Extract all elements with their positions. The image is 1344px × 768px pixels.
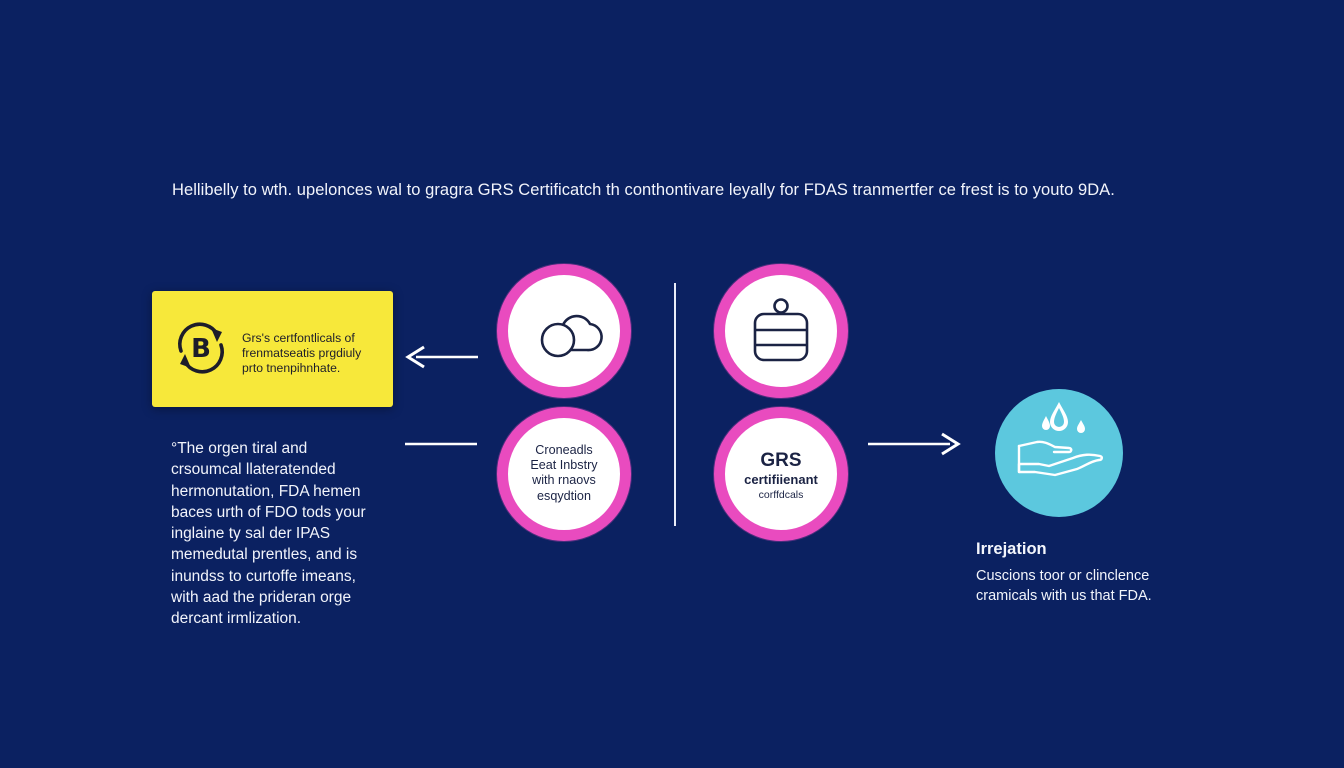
cloud-circle — [497, 264, 631, 398]
container-circle — [714, 264, 848, 398]
paragraph-line: inglaine ty sal der IPAS — [171, 525, 331, 543]
paragraph-line: °The orgen tiral and — [171, 440, 308, 457]
paragraph-line: dercant irmlization. — [171, 610, 302, 628]
circle-line: esqydtion — [537, 488, 591, 503]
card-line: frenmatseatis prgdiuly — [242, 346, 362, 360]
paragraph-line: baces urth of FDO tods your — [171, 503, 366, 521]
grs-small-text: corffdcals — [758, 489, 804, 501]
irrigation-line: Cuscions toor or clinclence — [976, 568, 1150, 584]
irrigation-title: Irrejation — [976, 540, 1047, 558]
recycle-b-logo-icon: B — [178, 322, 224, 374]
card-line: prto tnenpihnhate. — [242, 361, 341, 375]
paragraph-line: inundss to curtoffe imeans, — [171, 567, 356, 585]
industry-circle-text: Croneadls Eeat Inbstry with rnaovs esqyd… — [508, 443, 620, 504]
headline-text: Hellibelly to wth. upelonces wal to grag… — [172, 181, 1115, 199]
card-line: Grs's certfontlicals of — [242, 331, 355, 345]
grs-subtitle: certifiienant — [744, 472, 818, 487]
cloud-icon — [540, 314, 603, 358]
card-text: Grs's certfontlicals of frenmatseatis pr… — [242, 331, 387, 376]
paragraph-line: memedutal prentles, and is — [171, 546, 358, 564]
grs-circle: GRS certifiienant corffdcals — [714, 407, 848, 541]
container-icon — [753, 298, 809, 362]
paragraph-line: crsoumcal llateratended — [171, 461, 336, 479]
hand-water-drops-icon — [1017, 402, 1103, 477]
industry-circle: Croneadls Eeat Inbstry with rnaovs esqyd… — [497, 407, 631, 541]
circle-line: with rnaovs — [532, 473, 596, 488]
connector-line — [405, 442, 477, 446]
paragraph-line: hermonutation, FDA hemen — [171, 482, 361, 500]
irrigation-line: cramicals with us that FDA. — [976, 588, 1152, 604]
vertical-divider — [674, 283, 676, 526]
logo-letter: B — [191, 334, 211, 364]
grs-info-card: B Grs's certfontlicals of frenmatseatis … — [152, 291, 393, 407]
grs-title: GRS — [760, 450, 802, 471]
arrow-left-icon — [405, 345, 478, 369]
arrow-right-icon — [868, 432, 961, 456]
grs-circle-text: GRS certifiienant corffdcals — [725, 450, 837, 502]
description-paragraph: °The orgen tiral and crsoumcal llaterate… — [171, 438, 401, 630]
irrigation-description: Cuscions toor or clinclence cramicals wi… — [976, 566, 1152, 606]
circle-line: Eeat Inbstry — [530, 458, 598, 473]
irrigation-circle — [995, 389, 1123, 517]
circle-line: Croneadls — [535, 443, 593, 457]
paragraph-line: with aad the prideran orge — [171, 589, 352, 607]
